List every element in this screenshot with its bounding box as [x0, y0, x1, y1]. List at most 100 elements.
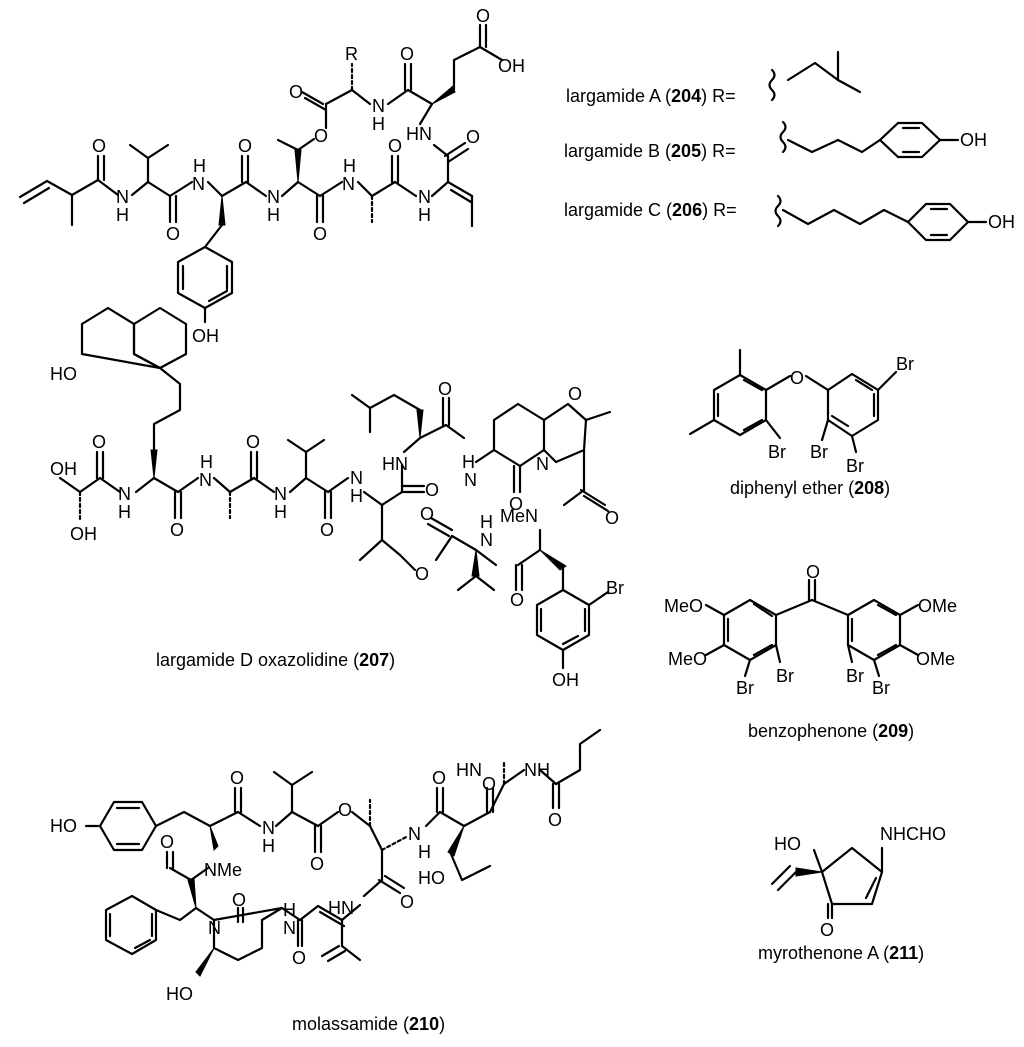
svg-text:O: O [160, 832, 174, 852]
svg-text:H: H [118, 502, 131, 522]
svg-text:N: N [116, 187, 129, 207]
svg-text:MeO: MeO [664, 596, 703, 616]
svg-text:O: O [313, 224, 327, 244]
svg-text:NH: NH [524, 760, 550, 780]
svg-text:N: N [536, 454, 549, 474]
svg-text:O: O [568, 384, 582, 404]
svg-text:OH: OH [960, 130, 987, 150]
svg-text:O: O [482, 774, 496, 794]
svg-text:H: H [418, 205, 431, 225]
svg-text:H: H [462, 452, 475, 472]
svg-text:Br: Br [768, 442, 786, 462]
svg-text:O: O [400, 892, 414, 912]
svg-text:H: H [372, 114, 385, 134]
svg-text:H: H [274, 502, 287, 522]
svg-text:HO: HO [418, 868, 445, 888]
svg-text:O: O [310, 854, 324, 874]
svg-text:O: O [230, 768, 244, 788]
svg-text:O: O [320, 520, 334, 540]
svg-text:HO: HO [166, 984, 193, 1004]
svg-text:O: O [292, 948, 306, 968]
svg-text:O: O [415, 564, 429, 584]
svg-text:N: N [350, 468, 363, 488]
svg-text:N: N [274, 484, 287, 504]
svg-text:Br: Br [846, 666, 864, 686]
svg-text:OMe: OMe [918, 596, 957, 616]
svg-text:H: H [343, 156, 356, 176]
svg-text:O: O [548, 810, 562, 830]
largamide-d-oxazolidine-structure [58, 306, 612, 670]
caption-myrothenone-a: myrothenone A (211) [758, 943, 925, 963]
svg-text:OH: OH [192, 326, 219, 346]
svg-text:Br: Br [606, 578, 624, 598]
svg-text:O: O [438, 379, 452, 399]
svg-text:OH: OH [498, 56, 525, 76]
svg-text:Br: Br [736, 678, 754, 698]
svg-text:OH: OH [50, 459, 77, 479]
largamide-abc-core-labels: O N H O H N O OH N H O O H N O N H O HN … [92, 6, 525, 346]
svg-text:H: H [193, 156, 206, 176]
svg-text:O: O [166, 224, 180, 244]
svg-text:N: N [118, 484, 131, 504]
svg-text:O: O [466, 127, 480, 147]
svg-text:O: O [790, 368, 804, 388]
myrothenone-a-structure [770, 846, 884, 920]
svg-text:H: H [267, 205, 280, 225]
svg-text:OMe: OMe [916, 649, 955, 669]
svg-text:HO: HO [50, 364, 77, 384]
svg-text:O: O [820, 920, 834, 940]
caption-largamide-a: largamide A (204) R= [566, 86, 736, 106]
benzophenone-labels: O MeO MeO Br Br OMe OMe Br Br [664, 562, 957, 698]
svg-text:H: H [200, 452, 213, 472]
svg-text:N: N [342, 174, 355, 194]
svg-text:N: N [418, 187, 431, 207]
svg-text:N: N [480, 530, 493, 550]
molassamide-labels: HO O N H O O O N H O HO HN O NH O NMe O … [50, 760, 562, 1004]
caption-largamide-d-oxazolidine: largamide D oxazolidine (207) [156, 650, 396, 670]
caption-molassamide: molassamide (210) [292, 1014, 446, 1034]
caption-benzophenone: benzophenone (209) [748, 721, 915, 741]
benzophenone-structure [704, 578, 920, 678]
svg-text:O: O [314, 126, 328, 146]
svg-text:H: H [283, 900, 296, 920]
svg-text:O: O [400, 44, 414, 64]
svg-text:HO: HO [50, 816, 77, 836]
svg-text:H: H [116, 205, 129, 225]
svg-text:HN: HN [456, 760, 482, 780]
svg-text:N: N [262, 818, 275, 838]
svg-text:Br: Br [896, 354, 914, 374]
largamide-abc-core-structure [18, 23, 504, 324]
svg-text:N: N [192, 174, 205, 194]
svg-text:HN: HN [406, 124, 432, 144]
svg-text:N: N [372, 96, 385, 116]
svg-text:O: O [289, 82, 303, 102]
svg-text:O: O [476, 6, 490, 26]
diphenyl-ether-structure [688, 348, 898, 454]
svg-text:HO: HO [774, 834, 801, 854]
svg-text:HN: HN [382, 454, 408, 474]
caption-diphenyl-ether: diphenyl ether (208) [730, 478, 891, 498]
svg-text:N: N [208, 918, 221, 938]
svg-text:Br: Br [846, 456, 864, 476]
svg-text:O: O [246, 432, 260, 452]
svg-text:O: O [388, 136, 402, 156]
svg-text:N: N [283, 918, 296, 938]
svg-text:O: O [92, 432, 106, 452]
svg-text:O: O [806, 562, 820, 582]
r-group-204-isobutyl [768, 50, 862, 102]
svg-text:O: O [420, 504, 434, 524]
svg-text:O: O [232, 890, 246, 910]
svg-text:O: O [338, 800, 352, 820]
svg-text:H: H [350, 486, 363, 506]
molassamide-structure [84, 728, 602, 977]
svg-text:MeN: MeN [500, 506, 538, 526]
diphenyl-ether-labels: O Br Br Br Br [768, 354, 914, 476]
svg-text:O: O [509, 494, 523, 514]
svg-text:OH: OH [552, 670, 579, 690]
svg-text:O: O [238, 136, 252, 156]
svg-text:N: N [199, 470, 212, 490]
svg-text:NMe: NMe [204, 860, 242, 880]
r-group-205-4-hydroxyphenylpropyl: OH [779, 120, 987, 159]
svg-text:O: O [605, 508, 619, 528]
